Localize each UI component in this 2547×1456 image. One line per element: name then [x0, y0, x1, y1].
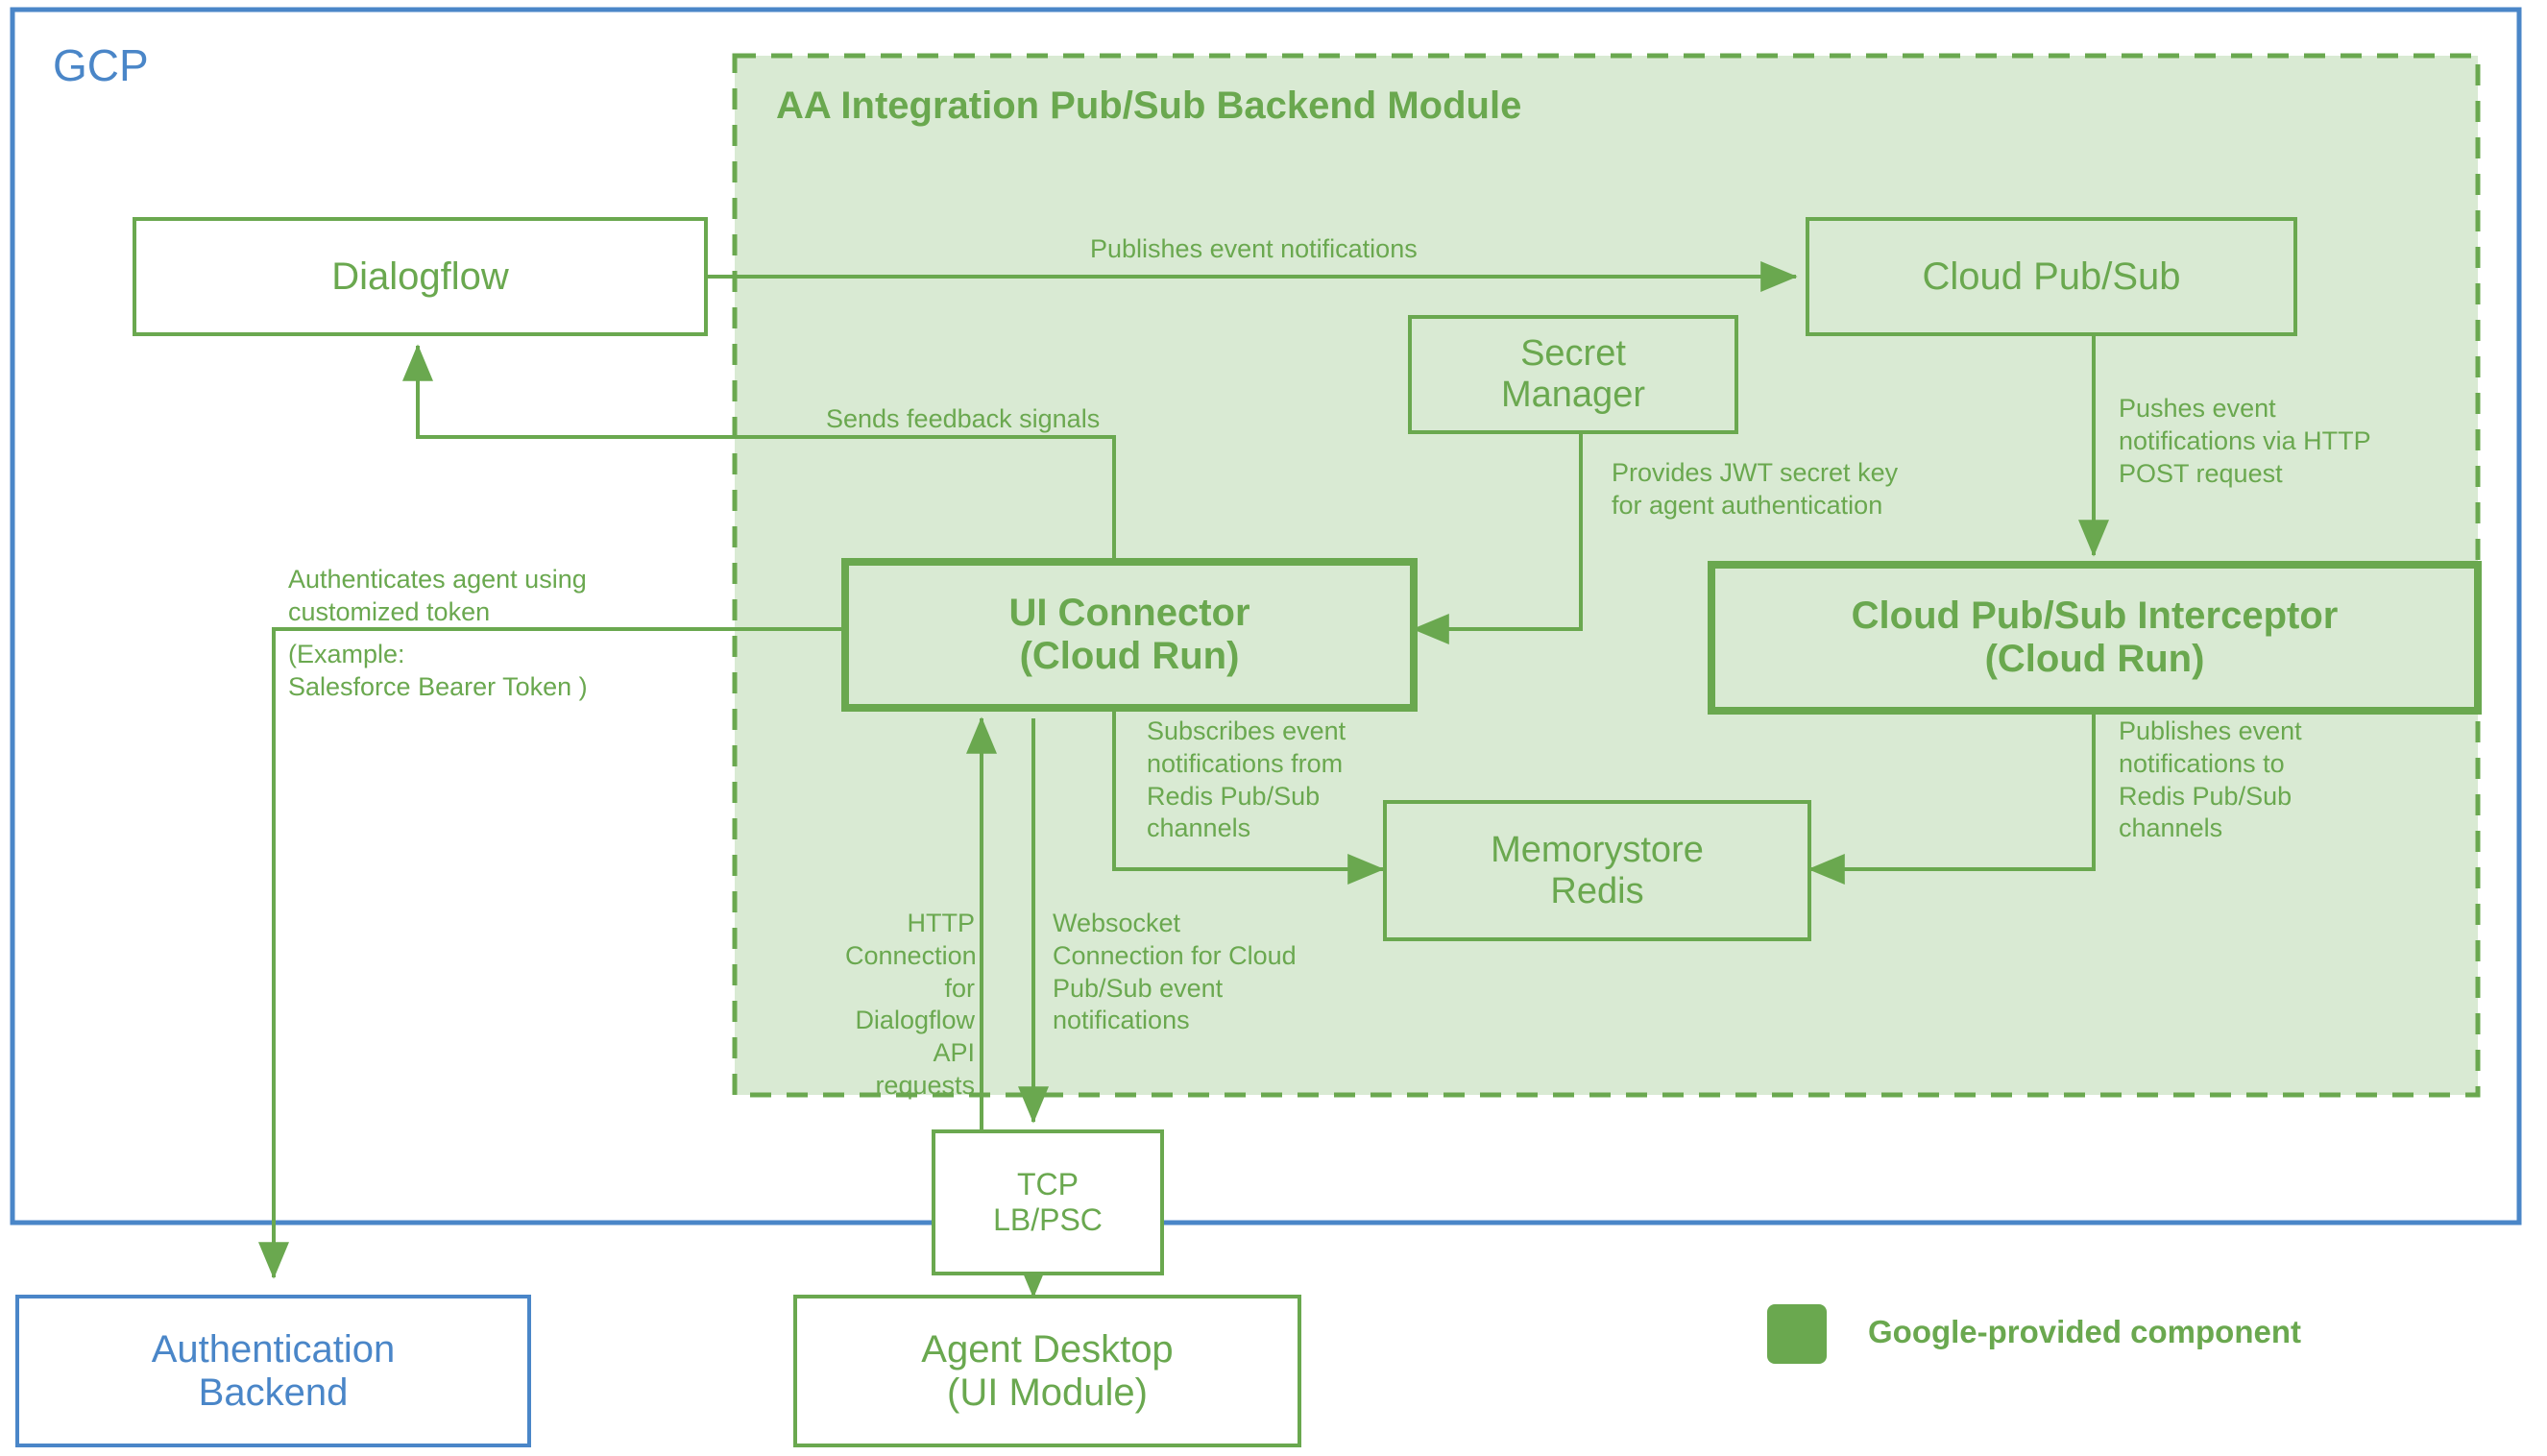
node-secret-manager-box [1408, 315, 1738, 434]
edge-uiconnector-to-redis [1112, 706, 1385, 886]
node-auth-backend-box [15, 1295, 531, 1447]
node-pubsub-interceptor-box [1708, 561, 2482, 715]
edge-uiconnector-to-dialogflow [402, 344, 1116, 562]
edge-label-publishes-to-redis-channels: Publishes event notifications to Redis P… [2119, 716, 2302, 843]
node-dialogflow-label: Dialogflow [331, 255, 509, 298]
node-auth-backend-label: Authentication Backend [151, 1327, 396, 1414]
legend-label: Google-provided component [1868, 1314, 2301, 1349]
edge-label-publishes-event-notifications: Publishes event notifications [1090, 234, 1418, 263]
node-secret-manager-label: Secret Manager [1501, 333, 1645, 415]
node-dialogflow-box [133, 217, 708, 336]
node-cloud-pubsub-box [1806, 217, 2297, 336]
node-memorystore-redis-label: Memorystore Redis [1491, 829, 1704, 911]
node-agent-desktop-label: Agent Desktop (UI Module) [921, 1327, 1174, 1414]
node-memorystore-redis-box [1383, 800, 1811, 941]
node-agent-desktop-box [793, 1295, 1301, 1447]
edge-label-authenticates-agent-example: (Example: Salesforce Bearer Token ) [288, 640, 588, 701]
node-tcp-lb-psc-label: TCP LB/PSC [993, 1167, 1103, 1237]
node-pubsub-interceptor-label: Cloud Pub/Sub Interceptor (Cloud Run) [1851, 595, 2339, 680]
gcp-label: GCP [53, 40, 149, 90]
edge-label-websocket-connection: Websocket Connection for Cloud Pub/Sub e… [1053, 909, 1297, 1035]
node-tcp-lb-psc-box [932, 1129, 1164, 1275]
edge-secretmanager-to-uiconnector [1412, 432, 1583, 644]
module-title: AA Integration Pub/Sub Backend Module [776, 85, 1522, 127]
edge-label-subscribes-event-notifications: Subscribes event notifications from Redi… [1147, 716, 1346, 843]
gcp-container [10, 7, 2522, 1225]
node-cloud-pubsub-label: Cloud Pub/Sub [1922, 255, 2181, 298]
node-ui-connector-box [841, 558, 1418, 712]
edge-label-sends-feedback-signals: Sends feedback signals [826, 404, 1101, 433]
edge-label-authenticates-agent: Authenticates agent using customized tok… [288, 565, 587, 626]
edge-label-provides-jwt-secret-key: Provides JWT secret key for agent authen… [1612, 458, 1899, 520]
edge-label-pushes-event-http-post: Pushes event notifications via HTTP POST… [2119, 394, 2371, 488]
google-green-swatch [1767, 1304, 1827, 1364]
edge-interceptor-to-redis [1807, 709, 2096, 885]
edge-uiconnector-to-auth-backend [257, 627, 845, 1279]
edge-label-http-connection: HTTP Connection for Dialogflow API reque… [845, 909, 977, 1100]
node-ui-connector-label: UI Connector (Cloud Run) [1008, 592, 1250, 677]
